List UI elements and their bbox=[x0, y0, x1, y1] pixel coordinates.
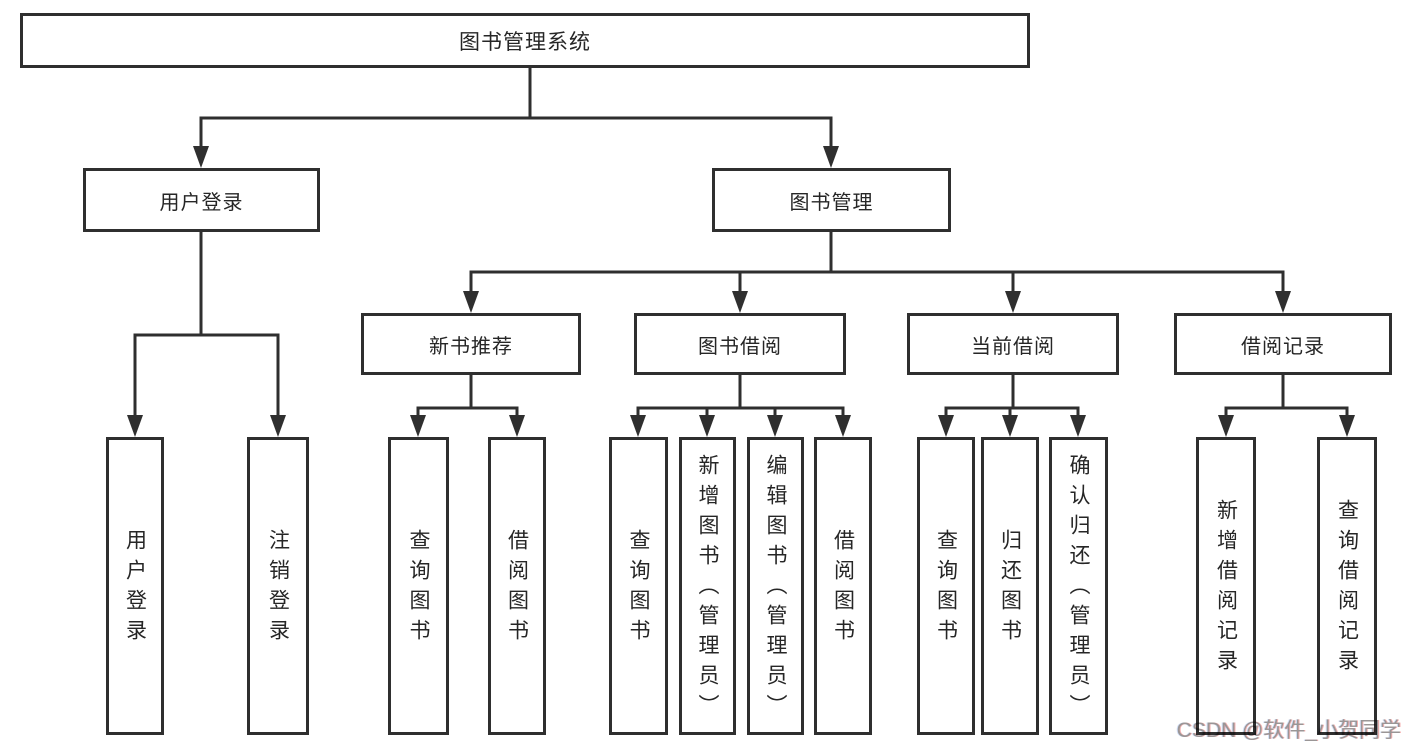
node-current-borrow: 当前借阅 bbox=[907, 313, 1119, 375]
arrowhead-icon bbox=[1218, 415, 1234, 437]
leaf-confirm-return-admin: 确认归还（管理员） bbox=[1049, 437, 1108, 735]
arrowhead-icon bbox=[410, 415, 426, 437]
arrowhead-icon bbox=[127, 415, 143, 437]
leaf-borrow-books: 借阅图书 bbox=[488, 437, 546, 735]
node-book-borrow: 图书借阅 bbox=[634, 313, 846, 375]
leaf-query-books: 查询图书 bbox=[388, 437, 449, 735]
connector-line bbox=[469, 270, 1285, 294]
node-new-book-recommend: 新书推荐 bbox=[361, 313, 581, 375]
arrowhead-icon bbox=[732, 291, 748, 313]
leaf-return-books: 归还图书 bbox=[981, 437, 1039, 735]
leaf-user-login: 用户登录 bbox=[106, 437, 164, 735]
csdn-watermark: CSDN @软件_小贺同学 bbox=[1176, 719, 1401, 742]
leaf-query-borrow-record: 查询借阅记录 bbox=[1317, 437, 1377, 735]
arrowhead-icon bbox=[1070, 415, 1086, 437]
leaf-edit-books-admin: 编辑图书（管理员） bbox=[747, 437, 804, 735]
arrowhead-icon bbox=[1002, 415, 1018, 437]
connector-line bbox=[944, 406, 1080, 420]
connector-line bbox=[199, 116, 833, 150]
arrowhead-icon bbox=[938, 415, 954, 437]
connector-line bbox=[133, 333, 280, 418]
leaf-add-borrow-record: 新增借阅记录 bbox=[1196, 437, 1256, 735]
connector-line bbox=[1224, 406, 1349, 420]
connector-line bbox=[416, 406, 519, 420]
node-borrow-records: 借阅记录 bbox=[1174, 313, 1392, 375]
node-book-management: 图书管理 bbox=[712, 168, 951, 232]
arrowhead-icon bbox=[699, 415, 715, 437]
arrowhead-icon bbox=[270, 415, 286, 437]
leaf-query-books: 查询图书 bbox=[609, 437, 668, 735]
arrowhead-icon bbox=[463, 291, 479, 313]
arrowhead-icon bbox=[193, 146, 209, 168]
arrowhead-icon bbox=[630, 415, 646, 437]
arrowhead-icon bbox=[835, 415, 851, 437]
arrowhead-icon bbox=[1005, 291, 1021, 313]
arrowhead-icon bbox=[1339, 415, 1355, 437]
leaf-add-books-admin: 新增图书（管理员） bbox=[679, 437, 736, 735]
arrowhead-icon bbox=[1275, 291, 1291, 313]
arrowhead-icon bbox=[767, 415, 783, 437]
arrowhead-icon bbox=[823, 146, 839, 168]
node-library-system: 图书管理系统 bbox=[20, 13, 1030, 68]
leaf-borrow-books: 借阅图书 bbox=[814, 437, 872, 735]
arrowhead-icon bbox=[509, 415, 525, 437]
connector-line bbox=[636, 406, 845, 420]
leaf-query-books: 查询图书 bbox=[917, 437, 975, 735]
node-user-login: 用户登录 bbox=[83, 168, 320, 232]
leaf-logout: 注销登录 bbox=[247, 437, 309, 735]
